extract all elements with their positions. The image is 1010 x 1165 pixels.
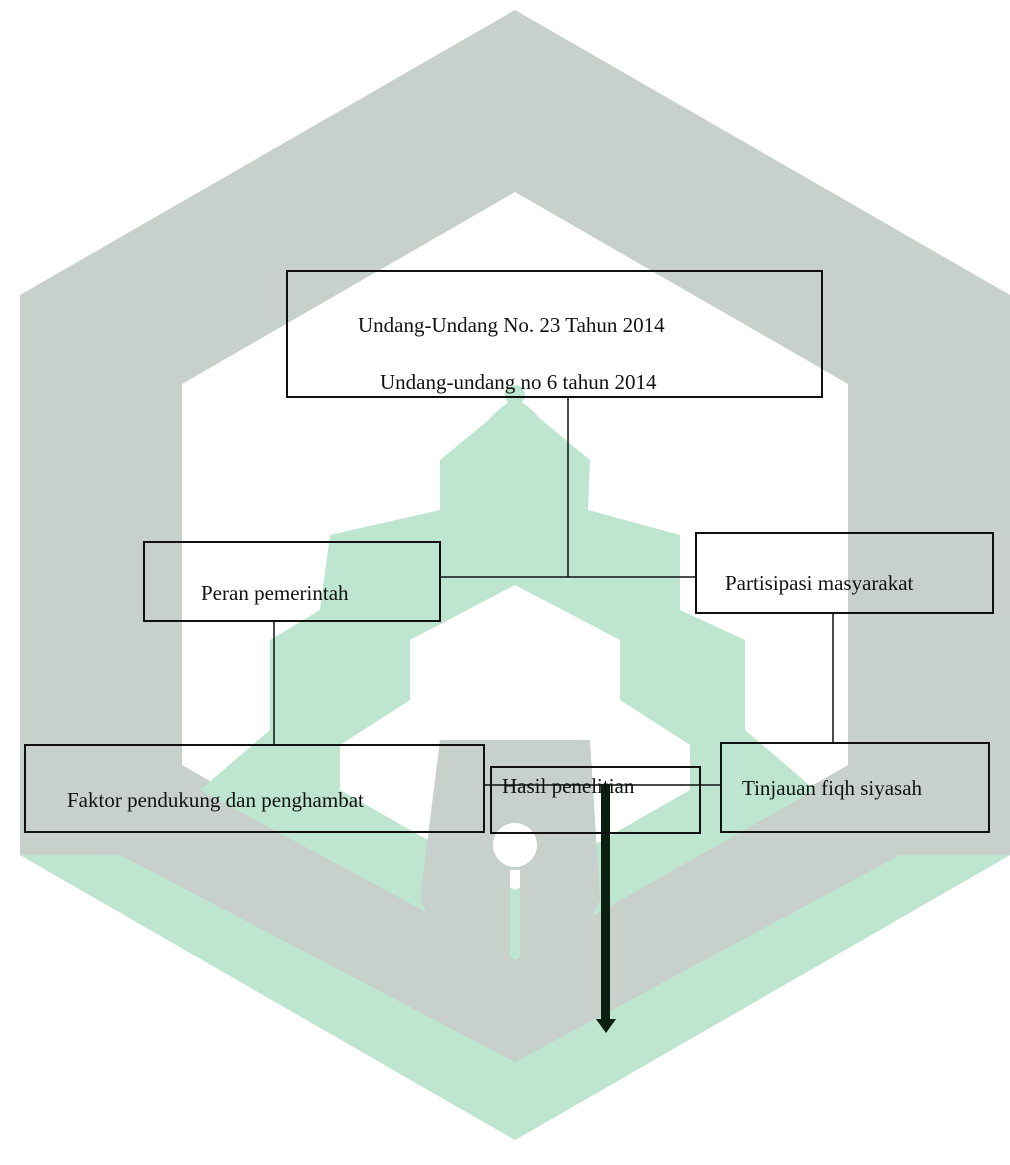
factors-box: Faktor pendukung dan penghambat <box>24 744 485 833</box>
result-arrow-shaft <box>601 784 610 1020</box>
fiqh-siyasah-label: Tinjauan fiqh siyasah <box>742 776 923 800</box>
result-arrow-head <box>596 1019 616 1033</box>
logo-dome <box>483 398 547 458</box>
research-result-box: Hasil penelitian <box>490 766 701 834</box>
fiqh-siyasah-box: Tinjauan fiqh siyasah <box>720 742 990 833</box>
research-result-label: Hasil penelitian <box>502 774 635 798</box>
community-participation-label: Partisipasi masyarakat <box>725 571 914 595</box>
logo-lower-band <box>20 855 1010 1140</box>
logo-hexagon-frame <box>20 10 1010 1140</box>
logo-mosque-chevron <box>200 398 815 960</box>
law-line-1: Undang-Undang No. 23 Tahun 2014 <box>358 313 665 337</box>
government-role-label: Peran pemerintah <box>201 581 349 605</box>
factors-label: Faktor pendukung dan penghambat <box>67 788 364 812</box>
community-participation-box: Partisipasi masyarakat <box>695 532 994 614</box>
law-line-2: Undang-undang no 6 tahun 2014 <box>380 370 657 394</box>
law-box: Undang-Undang No. 23 Tahun 2014 Undang-u… <box>286 270 823 398</box>
logo-pen-nib <box>420 740 600 1050</box>
government-role-box: Peran pemerintah <box>143 541 441 622</box>
logo-finial <box>505 385 525 405</box>
